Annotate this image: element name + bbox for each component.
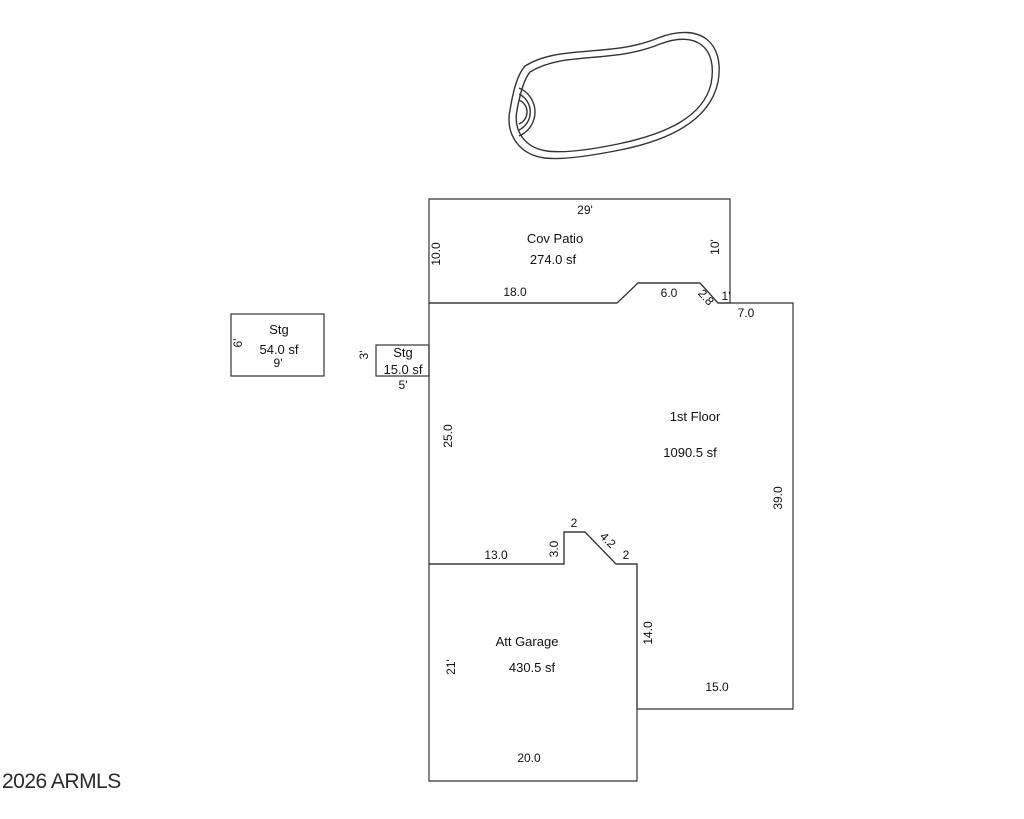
att-garage-name: Att Garage <box>496 634 559 649</box>
dim-stg-large-side: 6' <box>231 339 245 348</box>
dim-garage-left: 21' <box>444 659 458 675</box>
dim-patio-corner: 1' <box>722 289 731 303</box>
att-garage-outline <box>428 531 638 782</box>
dim-garage-bottom: 20.0 <box>517 751 541 765</box>
dim-notch-top: 2 <box>571 516 578 530</box>
stg-small-name: Stg <box>393 345 413 360</box>
dim-notch-height: 3.0 <box>547 540 561 557</box>
dim-floor-left: 25.0 <box>441 424 455 448</box>
dim-patio-top: 29' <box>577 203 593 217</box>
dim-floor-top: 7.0 <box>738 306 755 320</box>
dim-patio-left: 10.0 <box>429 242 443 266</box>
dim-stg-large-bottom: 9' <box>274 356 283 370</box>
stg-large-name: Stg <box>269 322 289 337</box>
dim-garage-top: 13.0 <box>484 548 508 562</box>
dim-floor-bottom: 15.0 <box>705 680 729 694</box>
first-floor-name: 1st Floor <box>670 409 721 424</box>
first-floor-outline <box>428 282 794 710</box>
att-garage-area: 430.5 sf <box>509 660 556 675</box>
dim-patio-diag: 2.8 <box>695 286 717 308</box>
cov-patio-area: 274.0 sf <box>530 252 577 267</box>
dim-stg-small-bottom: 5' <box>399 378 408 392</box>
dim-patio-bottom: 18.0 <box>503 285 527 299</box>
dim-garage-right: 14.0 <box>641 621 655 645</box>
dim-patio-right: 10' <box>708 239 722 255</box>
stg-large-area: 54.0 sf <box>259 342 298 357</box>
dim-notch-step: 2 <box>623 548 630 562</box>
copyright-watermark: 2026 ARMLS <box>2 770 121 793</box>
pool-shape <box>508 31 720 160</box>
dim-floor-right: 39.0 <box>771 486 785 510</box>
stg-large-outline <box>230 313 325 377</box>
first-floor-area: 1090.5 sf <box>663 445 717 460</box>
dim-stg-small-side: 3' <box>357 351 371 360</box>
cov-patio-name: Cov Patio <box>527 231 583 246</box>
stg-small-outline <box>375 344 430 377</box>
dim-patio-step: 6.0 <box>661 286 678 300</box>
stg-small-area: 15.0 sf <box>383 362 422 377</box>
